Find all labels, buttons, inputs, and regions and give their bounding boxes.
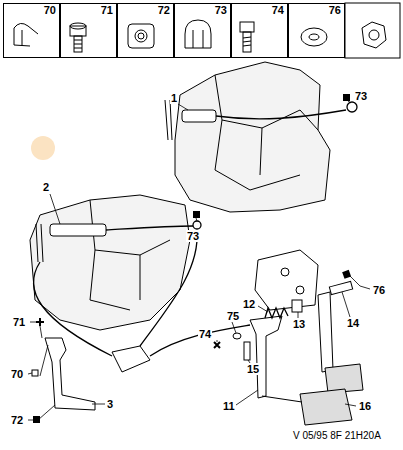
callout-number: 11	[222, 400, 236, 412]
pivot-pin	[329, 281, 352, 294]
callout-number: 70	[10, 368, 24, 380]
callout-number: 1	[170, 92, 178, 104]
callout-number: 16	[358, 400, 372, 412]
callout-number: 72	[10, 414, 24, 426]
leader-lines	[28, 101, 370, 420]
part-number: 72	[158, 5, 170, 16]
part-number: 70	[44, 5, 56, 16]
callout-number: 75	[226, 310, 240, 322]
callout-number: 3	[106, 398, 114, 410]
clutch-cable	[216, 110, 346, 119]
clutch-cable	[140, 230, 197, 346]
housing-ribs	[90, 200, 170, 310]
stud	[165, 100, 172, 140]
part-number: 71	[101, 5, 113, 16]
pedal-arm	[318, 292, 333, 372]
screw-symbol	[36, 318, 44, 326]
housing-ribs	[215, 75, 318, 190]
callout-number: 73	[354, 90, 368, 102]
reference-code: V 05/95 8F 21H20A	[292, 430, 382, 441]
callout-number: 14	[346, 317, 360, 329]
screw-icon	[70, 23, 86, 52]
pin	[244, 342, 250, 360]
callout-number: 73	[186, 230, 200, 242]
callout-number: 12	[242, 298, 256, 310]
clip-icon	[14, 23, 38, 46]
part-cell: 70	[3, 3, 60, 58]
clutch-pedal-arm	[250, 316, 282, 398]
nut-icon	[362, 22, 386, 48]
bolt-icon	[240, 22, 254, 52]
part-number: 73	[215, 5, 227, 16]
callout-number: 13	[292, 318, 306, 330]
return-spring	[265, 308, 288, 318]
nut-symbol	[193, 211, 200, 218]
cap-nut-icon	[185, 20, 211, 48]
part-cell: 73	[174, 3, 231, 58]
clutch-cable	[106, 226, 193, 230]
clutch-cable	[34, 262, 112, 356]
washer-icon	[301, 28, 327, 46]
cable-stop	[112, 346, 150, 372]
slave-cylinder	[182, 110, 216, 122]
callout-number: 71	[12, 316, 26, 328]
washer	[233, 333, 241, 339]
pedal-bracket	[255, 250, 318, 310]
bush	[292, 300, 302, 312]
slave-cylinder	[50, 224, 106, 236]
nut-symbol	[342, 270, 351, 279]
callout-number: 2	[42, 181, 50, 193]
part-number: 76	[329, 5, 341, 16]
support-bracket	[45, 338, 95, 410]
bolt-symbol	[214, 342, 220, 348]
nut-symbol	[343, 94, 350, 101]
marker-dot	[31, 136, 55, 160]
part-cell: 74	[231, 3, 288, 58]
callout-number: 76	[372, 284, 386, 296]
part-number: 74	[272, 5, 284, 16]
part-cell: 71	[60, 3, 117, 58]
callout-number: 74	[198, 328, 212, 340]
callout-number: 15	[246, 363, 260, 375]
part-cell: 76	[288, 3, 345, 58]
part-cell: 72	[117, 3, 174, 58]
gearbox-housing	[175, 62, 330, 212]
clip-symbol	[32, 370, 38, 376]
clutch-pedal-pad	[300, 389, 352, 425]
square-nut-icon	[128, 24, 154, 48]
header-cell	[345, 3, 400, 58]
stud	[36, 224, 43, 262]
